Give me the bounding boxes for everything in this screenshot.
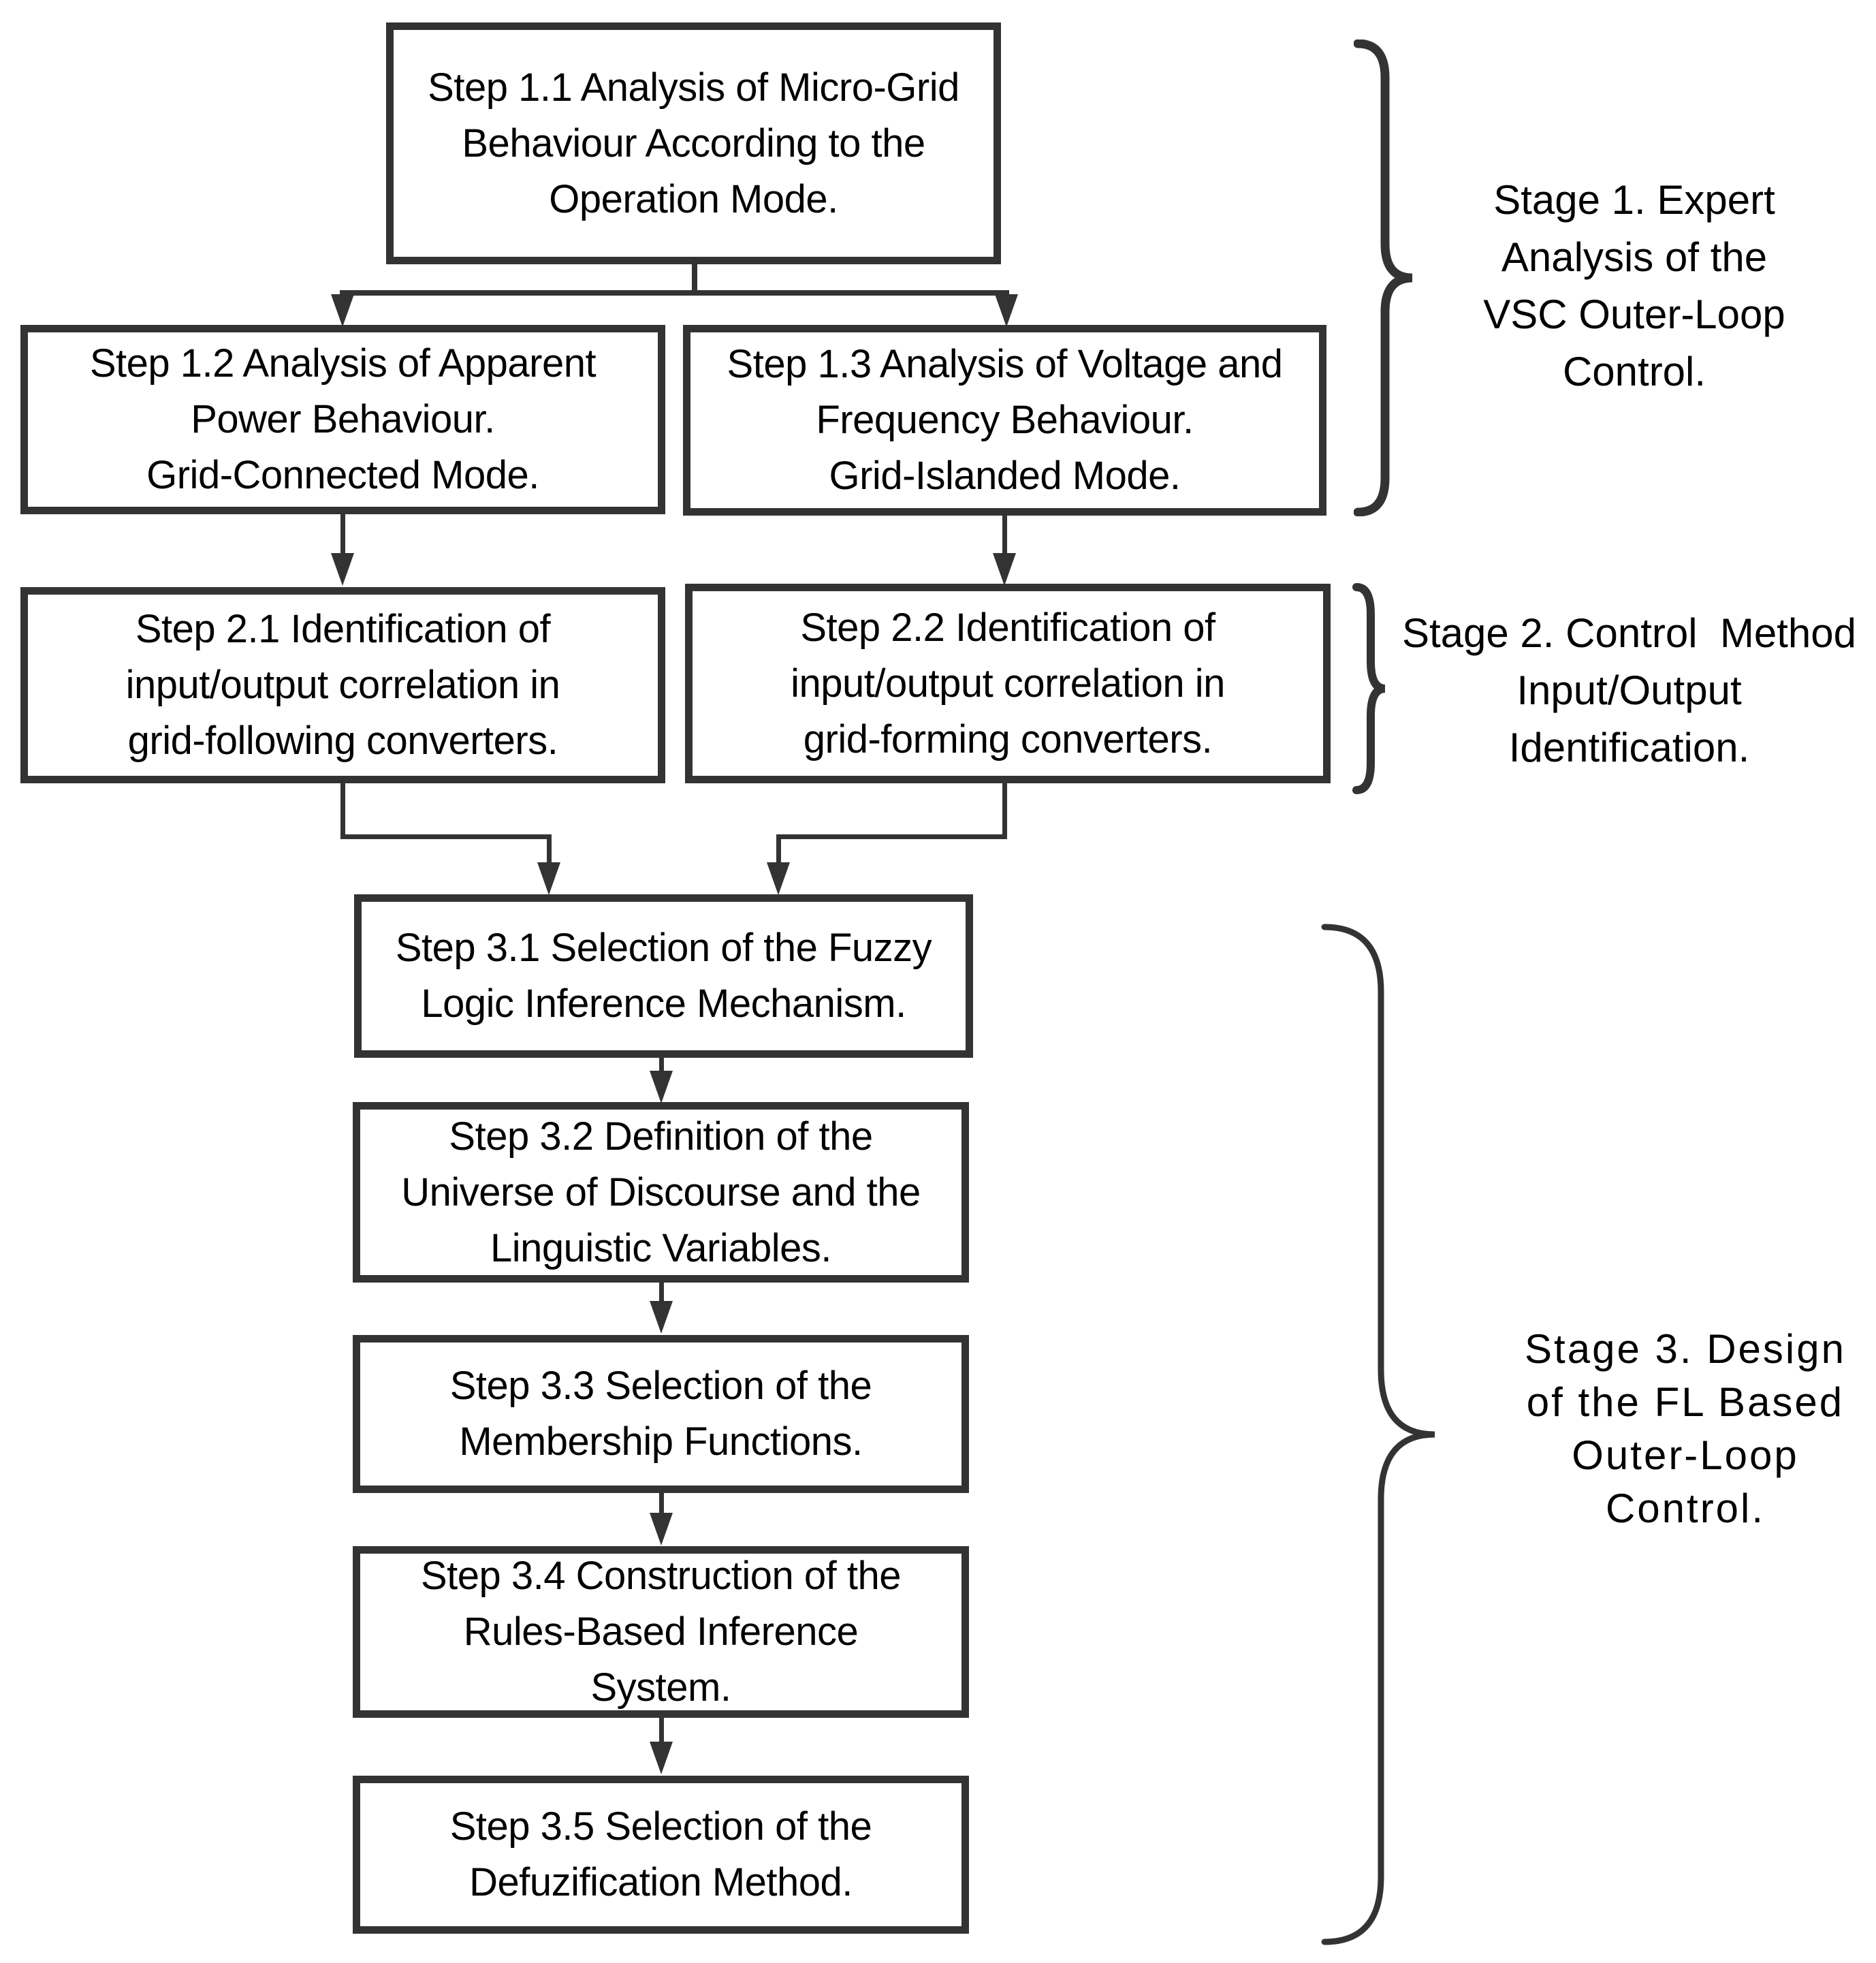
connector-line xyxy=(776,834,781,865)
text-line: Step 3.2 Definition of the xyxy=(449,1114,873,1159)
connector-line xyxy=(547,834,552,865)
text-line: Step 2.2 Identification of xyxy=(800,605,1215,650)
text-line: input/output correlation in xyxy=(791,661,1225,706)
arrowhead-down-icon xyxy=(537,862,560,895)
stage-3-brace xyxy=(1321,924,1435,1945)
text-line: Step 2.1 Identification of xyxy=(135,607,551,651)
text-line: Analysis of the xyxy=(1501,234,1768,280)
text-line: of the FL Based xyxy=(1526,1379,1845,1425)
arrowhead-down-icon xyxy=(993,553,1016,586)
arrowhead-down-icon xyxy=(331,553,354,586)
stage-1-brace xyxy=(1354,40,1413,516)
arrowhead-down-icon xyxy=(650,1301,673,1334)
text-line: Outer-Loop xyxy=(1572,1432,1799,1478)
text-line: Control. xyxy=(1562,349,1706,394)
connector-line xyxy=(692,264,697,293)
text-line: Step 3.5 Selection of the xyxy=(449,1804,872,1849)
text-line: grid-forming converters. xyxy=(803,717,1213,761)
text-line: Control. xyxy=(1605,1486,1766,1531)
connector-line xyxy=(659,1283,664,1303)
text-line: Step 1.3 Analysis of Voltage and xyxy=(727,342,1283,386)
stage-2-brace xyxy=(1352,583,1386,794)
text-line: Linguistic Variables. xyxy=(490,1225,832,1270)
connector-line xyxy=(659,1718,664,1744)
text-line: Step 3.3 Selection of the xyxy=(449,1364,872,1408)
text-line: Rules-Based Inference xyxy=(463,1609,859,1654)
arrowhead-down-icon xyxy=(650,1742,673,1774)
text-line: grid-following converters. xyxy=(127,719,558,763)
text-line: Power Behaviour. xyxy=(191,397,495,441)
connector-line xyxy=(659,1058,664,1073)
text-line: Step 3.4 Construction of the xyxy=(421,1554,902,1598)
connector-line xyxy=(340,783,345,839)
text-line: Behaviour According to the xyxy=(462,121,925,166)
text-line: Stage 3. Design xyxy=(1525,1326,1846,1372)
connector-line xyxy=(776,834,1007,839)
flow-box-step-2-2: Step 2.2 Identification of input/output c… xyxy=(685,584,1331,783)
arrowhead-down-icon xyxy=(650,1071,673,1103)
text-line: Operation Mode. xyxy=(549,176,838,221)
text-line: System. xyxy=(590,1665,732,1710)
text-line: Frequency Behaviour. xyxy=(816,398,1194,442)
connector-line xyxy=(340,834,552,839)
text-line: Grid-Connected Mode. xyxy=(146,453,539,497)
arrowhead-down-icon xyxy=(995,294,1018,327)
text-line: Step 3.1 Selection of the Fuzzy xyxy=(395,926,932,970)
text-line: Stage 1. Expert xyxy=(1493,177,1775,223)
text-line: Identification. xyxy=(1508,725,1750,770)
connector-line xyxy=(1002,516,1007,556)
arrowhead-down-icon xyxy=(331,294,354,327)
text-line: Membership Functions. xyxy=(459,1419,863,1464)
text-line: Input/Output xyxy=(1516,668,1742,713)
text-line: Step 1.1 Analysis of Micro-Grid xyxy=(428,65,959,110)
text-line: Stage 2. Control Method xyxy=(1401,610,1857,656)
connector-line xyxy=(1002,783,1007,839)
text-line: Logic Inference Mechanism. xyxy=(421,982,906,1026)
connector-line xyxy=(340,514,345,556)
arrowhead-down-icon xyxy=(650,1513,673,1545)
arrowhead-down-icon xyxy=(767,862,790,895)
text-line: Defuzification Method. xyxy=(469,1860,853,1904)
text-line: Grid-Islanded Mode. xyxy=(829,454,1181,498)
text-line: input/output correlation in xyxy=(125,663,560,707)
connector-line xyxy=(659,1493,664,1515)
text-line: Step 1.2 Analysis of Apparent xyxy=(89,341,597,386)
connector-line xyxy=(340,290,1009,296)
text-line: Universe of Discourse and the xyxy=(401,1169,921,1214)
text-line: VSC Outer-Loop xyxy=(1483,292,1785,337)
flow-box-step-2-1: Step 2.1 Identification of input/output c… xyxy=(20,587,665,783)
